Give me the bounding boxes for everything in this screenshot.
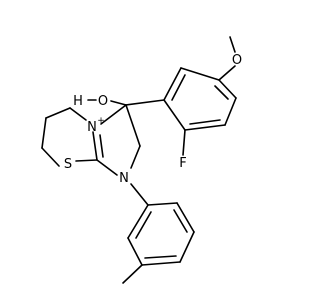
bond-c3-ch2	[125, 104, 141, 147]
bond-b3	[179, 231, 195, 263]
bonds	[41, 36, 237, 284]
atom-s: S	[64, 157, 72, 172]
bond-a2	[163, 67, 182, 101]
bond-a2-inner	[171, 74, 186, 101]
bond-a3	[163, 99, 186, 131]
bond-methyl-o	[229, 36, 236, 53]
charge-plus: +	[97, 116, 105, 126]
bond-ch2-n-plus	[69, 107, 87, 121]
bond-a6	[218, 79, 237, 99]
bond-b1	[147, 202, 178, 206]
bond-ring-methyl	[122, 264, 143, 284]
bond-c3-n	[100, 104, 127, 125]
bond-o-ring	[218, 65, 236, 81]
atom-o-methoxy: O	[232, 53, 242, 68]
atom-n-amine: N	[119, 171, 129, 186]
molecule-diagram: H O N + N S F O	[41, 36, 242, 284]
bond-b6	[127, 204, 149, 239]
bond-ring-f	[182, 129, 186, 156]
bond-ring-c3	[125, 99, 165, 106]
bond-ch2-n1	[130, 145, 141, 169]
atom-f: F	[179, 156, 186, 171]
atom-labels: H O N + N S F O	[64, 53, 242, 186]
bond-b2	[176, 202, 195, 233]
bond-b4	[141, 261, 181, 266]
bond-b6-inner	[135, 211, 152, 239]
bond-a1	[180, 67, 220, 81]
atom-n-cation: N	[87, 120, 97, 135]
bond-b5	[127, 237, 143, 266]
bond-ch2-ch2b	[45, 107, 71, 119]
bond-a4	[184, 124, 226, 131]
bond-c2-n-plus-inner	[99, 134, 104, 158]
bond-a6-inner	[214, 85, 229, 100]
bond-n1-aryl	[130, 183, 149, 206]
atom-h: H	[73, 94, 83, 109]
bond-ch2-ch2a	[41, 117, 47, 149]
bond-b4-inner	[144, 255, 177, 259]
bond-n1-c2	[96, 159, 118, 176]
bond-c3-o	[110, 100, 127, 106]
bond-a5	[224, 97, 237, 126]
bond-c2-s	[75, 159, 98, 162]
atom-o-hydroxyl: O	[98, 94, 108, 109]
bond-a4-inner	[189, 119, 221, 125]
bond-b2-inner	[173, 209, 188, 233]
bond-s-ch2	[41, 147, 60, 167]
bond-c2-n-plus	[92, 131, 98, 161]
